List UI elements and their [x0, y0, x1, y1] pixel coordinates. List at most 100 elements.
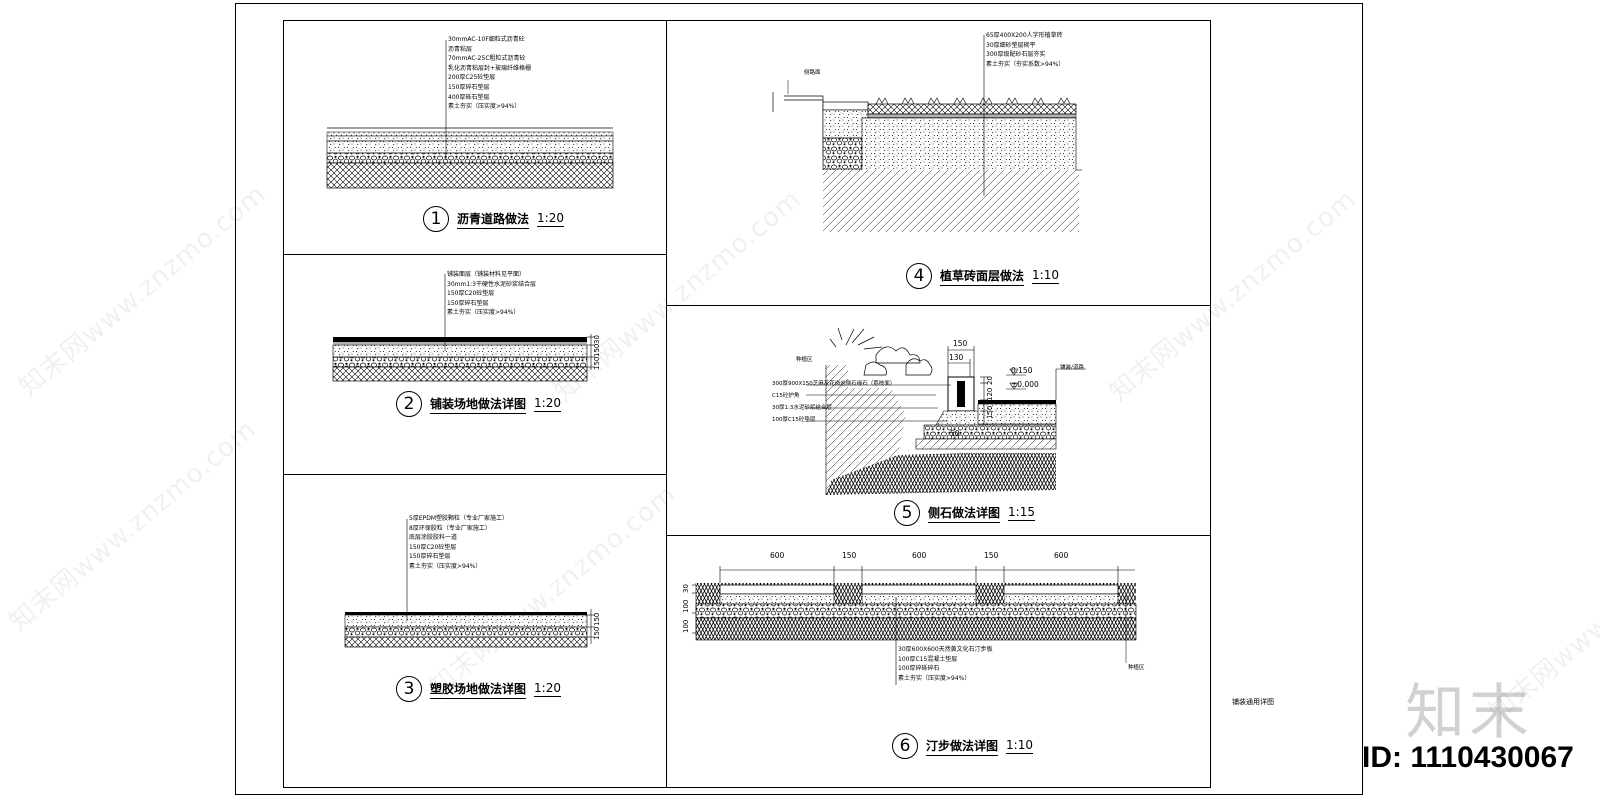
detail-3-layer-notes: 5厚EPDM塑胶颗粒（专业厂家施工） 8厚环保胶粒（专业厂家施工） 底层涂胶胶料… — [409, 514, 508, 572]
layer-note: 素土夯实（夯实系数>94%） — [986, 60, 1065, 68]
drawing-sheet-border — [235, 3, 1363, 795]
detail-name: 塑胶场地做法详图 — [430, 680, 527, 699]
detail-5-level: 0.150 — [1011, 366, 1033, 375]
sheet-note: 铺装通用详图 — [1232, 698, 1274, 706]
detail-name: 沥青道路做法 — [457, 210, 530, 229]
detail-scale: 1:20 — [537, 211, 564, 227]
frame-divider — [283, 474, 666, 475]
layer-note: 8厚环保胶粒（专业厂家施工） — [409, 524, 491, 532]
detail-4-title: 4 植草砖面层做法 1:10 — [906, 263, 1059, 289]
id-label: ID: 1110430067 — [1362, 741, 1574, 774]
detail-number: 5 — [894, 500, 920, 526]
watermark: 知末网www.znzmo.com — [13, 179, 273, 403]
layer-note: 300厚900X150芝麻灰花岗岩侧石缘石（荔枝面） — [772, 381, 896, 387]
detail-number: 4 — [906, 263, 932, 289]
detail-6-section — [692, 566, 1137, 685]
detail-6-layer-notes: 30厚600X600天然黄文化石汀步板 100厚C15混凝土垫层 100厚碎砾碎… — [898, 645, 993, 683]
detail-5-section — [806, 327, 1086, 495]
layer-note: 5厚EPDM塑胶颗粒（专业厂家施工） — [409, 515, 509, 522]
detail-1-layer-notes: 30mmAC-10F细粒式沥青砼 沥青粘层 70mmAC-25C粗粒式沥青砼 乳… — [448, 35, 531, 112]
layer-note: 30厚1:3水泥砂浆结合层 — [772, 405, 832, 411]
detail-2-title: 2 铺装场地做法详图 1:20 — [396, 391, 561, 417]
detail-3-title: 3 塑胶场地做法详图 1:20 — [396, 676, 561, 702]
detail-1-section — [326, 40, 614, 189]
layer-note: 沥青粘层 — [448, 45, 473, 53]
layer-note: 70mmAC-25C粗粒式沥青砼 — [448, 55, 526, 63]
detail-5-dim: 150 — [986, 405, 994, 419]
detail-name: 铺装场地做法详图 — [430, 395, 527, 414]
detail-6-dim: 600 — [1054, 551, 1069, 560]
detail-number: 6 — [892, 733, 918, 759]
layer-note: 65厚400X200人字形植草砖 — [986, 32, 1063, 39]
detail-scale: 1:10 — [1032, 268, 1059, 284]
layer-note: 30mmAC-10F细粒式沥青砼 — [448, 36, 525, 43]
layer-note: 30mm1:3干硬性水泥砂浆结合层 — [447, 280, 536, 288]
layer-note: 200厚C25砼垫层 — [448, 74, 496, 82]
detail-5-dim: 20 — [986, 376, 994, 385]
detail-number: 1 — [423, 206, 449, 232]
detail-5-planting-label: 种植区 — [796, 357, 813, 363]
layer-note: C15砼护角 — [772, 393, 800, 399]
detail-6-dim: 30 — [682, 584, 690, 593]
detail-5-dim: 120 — [986, 387, 994, 401]
detail-1-asphalt-road: 30mmAC-10F细粒式沥青砼 沥青粘层 70mmAC-25C粗粒式沥青砼 乳… — [283, 20, 666, 254]
detail-number: 2 — [396, 391, 422, 417]
detail-5-paving-label: 铺装/道路 — [1060, 365, 1084, 371]
frame-divider — [666, 535, 1211, 536]
layer-note: 300厚级配砂石层夯实 — [986, 51, 1046, 59]
detail-6-dim: 600 — [912, 551, 927, 560]
detail-6-dim: 150 — [984, 551, 999, 560]
detail-name: 汀步做法详图 — [926, 737, 999, 756]
drawing-frame — [283, 20, 1211, 788]
detail-2-layer-notes: 铺装面层（铺装材料见平面） 30mm1:3干硬性水泥砂浆结合层 150厚C20砼… — [447, 270, 536, 318]
detail-5-title: 5 侧石做法详图 1:15 — [894, 500, 1035, 526]
detail-5-level: ±0.000 — [1011, 380, 1039, 389]
layer-note: 铺装面层（铺装材料见平面） — [447, 271, 526, 278]
layer-note: 150厚C20砼垫层 — [409, 543, 457, 551]
detail-2-paving-site: 30 150 150 铺装面层（铺装材料见平面） 30mm1:3干硬性水泥砂浆结… — [283, 254, 666, 474]
layer-note: 30厚细砂垫层砌平 — [986, 41, 1036, 49]
layer-note: 素土夯实（压实度>94%） — [409, 562, 482, 570]
detail-6-dim: 150 — [842, 551, 857, 560]
detail-scale: 1:15 — [1008, 505, 1035, 521]
layer-note: 30厚600X600天然黄文化石汀步板 — [898, 646, 993, 653]
detail-6-dim: 100 — [682, 599, 690, 613]
layer-note: 150厚碎石垫层 — [409, 553, 451, 561]
detail-6-dim: 100 — [682, 619, 690, 633]
frame-vertical-divider — [666, 20, 667, 788]
layer-note: 150厚碎石垫层 — [448, 83, 490, 91]
detail-scale: 1:20 — [534, 396, 561, 412]
layer-note: 400厚砾石垫层 — [448, 93, 490, 101]
watermark: 知末网www.znzmo.com — [3, 414, 263, 638]
detail-5-dim: 130 — [949, 353, 964, 362]
detail-3-dim: 150 — [593, 626, 601, 640]
detail-scale: 1:10 — [1006, 738, 1033, 754]
brand-logo: 知末 — [1405, 678, 1533, 748]
detail-3-dim: 150 — [593, 612, 601, 626]
layer-note: 150厚碎石垫层 — [447, 299, 489, 307]
detail-6-edge-label: 种植区 — [1128, 665, 1145, 671]
detail-2-section — [332, 274, 595, 382]
detail-6-stepping-stone: 600 150 600 150 600 30 100 100 种植区 30厚60… — [666, 535, 1211, 788]
layer-note: 乳化沥青粘层封+玻璃纤维格栅 — [448, 64, 532, 72]
layer-note: 100厚C15混凝土垫层 — [898, 655, 958, 663]
detail-1-title: 1 沥青道路做法 1:20 — [423, 206, 564, 232]
layer-note: 150厚C20砼垫层 — [447, 290, 495, 298]
detail-name: 侧石做法详图 — [928, 504, 1001, 523]
detail-6-title: 6 汀步做法详图 1:10 — [892, 733, 1033, 759]
layer-note: 素土夯实（压实度>94%） — [898, 674, 971, 682]
detail-name: 植草砖面层做法 — [940, 267, 1025, 286]
detail-2-dim: 150 — [593, 343, 601, 357]
frame-divider — [666, 305, 1211, 306]
detail-5-dim: 150 — [953, 339, 968, 348]
layer-note: 素土夯实（压实度>94%） — [447, 309, 520, 317]
layer-note: 底层涂胶胶料一道 — [409, 534, 458, 542]
frame-divider — [283, 254, 666, 255]
detail-4-section — [772, 35, 1082, 232]
detail-4-layer-notes: 65厚400X200人字形植草砖 30厚细砂垫层砌平 300厚级配砂石层夯实 素… — [986, 31, 1064, 69]
detail-4-edge-label: 侧路面 — [804, 70, 821, 76]
detail-scale: 1:20 — [534, 681, 561, 697]
detail-6-dim: 600 — [770, 551, 785, 560]
detail-5-dim: 50 — [950, 429, 960, 438]
detail-4-grass-paver: 侧路面 65厚400X200人字形植草砖 30厚细砂垫层砌平 300厚级配砂石层… — [666, 20, 1211, 305]
